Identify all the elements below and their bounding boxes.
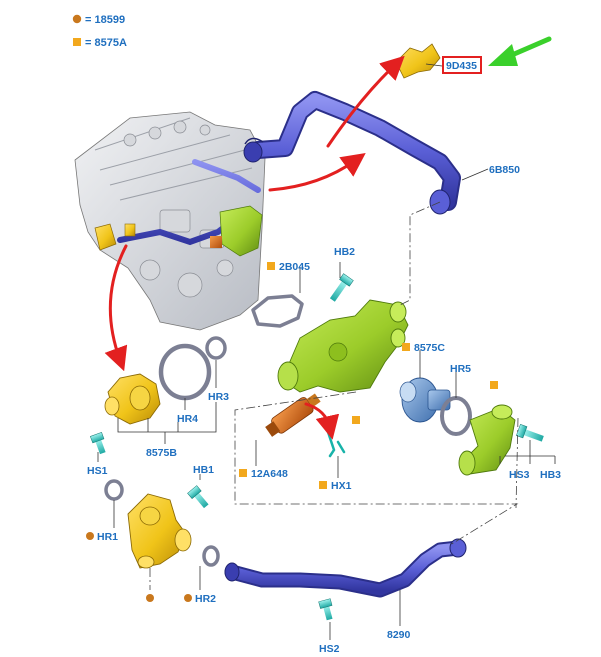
- bolt-hs2: [318, 598, 333, 621]
- legend-square-symbol: [73, 38, 81, 46]
- clip-hx1: [326, 430, 346, 458]
- bolt-hb1: [187, 485, 209, 509]
- callout-hb3: HB3: [540, 469, 561, 481]
- red-arrows: [104, 55, 405, 440]
- bolt-hb2: [329, 273, 354, 302]
- housing-8575b: [104, 373, 161, 425]
- clip-part: [395, 43, 441, 79]
- seal-ring-hr5: [440, 396, 472, 436]
- upper-coolant-hose: [243, 91, 461, 215]
- callout-hs1: HS1: [87, 465, 108, 477]
- callout-hr3: HR3: [208, 391, 229, 403]
- callout-6b850: 6B850: [489, 164, 520, 176]
- arrow-to-lower-housing: [104, 244, 128, 372]
- callout-9d435: 9D435: [446, 60, 477, 72]
- gasket-part: [251, 294, 304, 328]
- bolt-hb3: [515, 423, 544, 442]
- callout-hs3: HS3: [509, 469, 530, 481]
- temperature-sensor: [265, 393, 321, 437]
- dot-markers: [86, 532, 192, 602]
- assembly-lines: [149, 201, 519, 590]
- callout-hb2: HB2: [334, 246, 355, 258]
- arrow-to-upper-hose: [268, 152, 366, 192]
- legend-dot-label: = 18599: [85, 14, 125, 26]
- callout-hb1: HB1: [193, 464, 214, 476]
- seal-ring-hr4: [158, 343, 212, 401]
- arrow-to-clip: [326, 55, 405, 148]
- callout-8575c: 8575C: [414, 342, 445, 354]
- seal-ring-hr3: [205, 336, 227, 360]
- legend-dot-symbol: [72, 14, 82, 24]
- callout-hr2: HR2: [195, 593, 216, 605]
- highlight-box: [442, 56, 482, 74]
- legend: = 18599 = 8575A: [72, 14, 127, 49]
- green-pointer-arrow: [488, 36, 552, 66]
- thermostat-housing: [277, 299, 409, 393]
- legend-square-label: = 8575A: [85, 37, 127, 49]
- callout-hr4: HR4: [177, 413, 198, 425]
- arrow-to-clip-hx1: [304, 402, 340, 440]
- square-markers: [239, 262, 498, 489]
- lower-housing: [127, 493, 192, 569]
- engine-block: [74, 111, 266, 331]
- callout-2b045: 2B045: [279, 261, 310, 273]
- callout-labels: 9D435 6B850 2B045 HB2 8575C HR5 HR3 HR4 …: [87, 60, 561, 655]
- callout-hr5: HR5: [450, 363, 471, 375]
- outlet-elbow: [458, 404, 516, 476]
- seal-ring-hr1: [104, 479, 124, 501]
- callout-8575b: 8575B: [146, 447, 177, 459]
- seal-ring-hr2: [202, 545, 220, 567]
- callout-8290: 8290: [387, 629, 411, 641]
- callout-hx1: HX1: [331, 480, 352, 492]
- callout-hs2: HS2: [319, 643, 340, 655]
- lower-coolant-hose: [224, 538, 467, 598]
- callout-hr1: HR1: [97, 531, 118, 543]
- callout-12a648: 12A648: [251, 468, 288, 480]
- leader-lines: [97, 63, 556, 640]
- bolt-hs1: [89, 431, 106, 455]
